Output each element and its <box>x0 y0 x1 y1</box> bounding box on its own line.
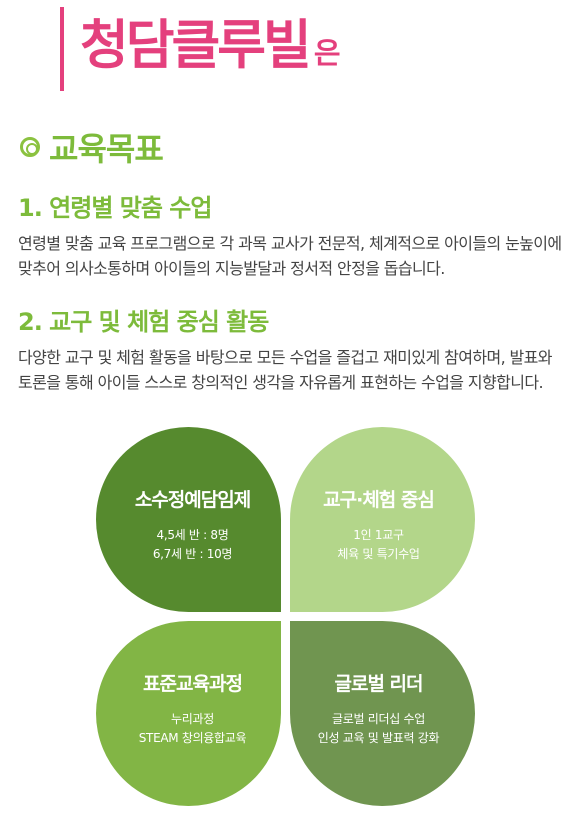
petal-title: 표준교육과정 <box>143 673 243 695</box>
clover-petal-small-class: 소수정예담임제 4,5세 반 : 8명 6,7세 반 : 10명 <box>96 427 281 612</box>
page-title: 청담클루빌 은 <box>80 6 341 86</box>
goal-heading: 교육목표 <box>20 124 164 170</box>
petal-line: 1인 1교구 <box>353 528 404 542</box>
section-2-body: 다양한 교구 및 체험 활동을 바탕으로 모든 수업을 즐겁고 재미있게 참여하… <box>18 348 553 392</box>
double-circle-icon <box>20 137 40 157</box>
petal-line: 누리과정 <box>171 712 214 726</box>
petal-title: 교구·체험 중심 <box>323 489 435 511</box>
goal-heading-text: 교육목표 <box>49 130 164 168</box>
petal-line: 4,5세 반 : 8명 <box>156 528 229 542</box>
clover-petal-standard-curriculum: 표준교육과정 누리과정 STEAM 창의융합교육 <box>96 621 281 806</box>
petal-line: 글로벌 리더십 수업 <box>332 712 425 726</box>
page-title-main: 청담클루빌 <box>80 15 312 76</box>
page-title-suffix: 은 <box>313 36 341 70</box>
section-1-title: 1. 연령별 맞춤 수업 <box>18 194 212 222</box>
petal-line: 인성 교육 및 발표력 강화 <box>317 731 440 745</box>
petal-line: STEAM 창의융합교육 <box>138 731 247 745</box>
petal-title: 글로벌 리더 <box>334 673 423 695</box>
clover-petal-hands-on: 교구·체험 중심 1인 1교구 체육 및 특기수업 <box>290 427 475 612</box>
section-1-body: 연령별 맞춤 교육 프로그램으로 각 과목 교사가 전문적, 체계적으로 아이들… <box>18 234 562 278</box>
title-accent-bar <box>60 7 64 91</box>
section-2-title: 2. 교구 및 체험 중심 활동 <box>18 308 269 336</box>
petal-title: 소수정예담임제 <box>134 489 251 511</box>
petal-line: 체육 및 특기수업 <box>337 547 420 561</box>
clover-petal-global-leader: 글로벌 리더 글로벌 리더십 수업 인성 교육 및 발표력 강화 <box>290 621 475 806</box>
petal-line: 6,7세 반 : 10명 <box>152 547 233 561</box>
